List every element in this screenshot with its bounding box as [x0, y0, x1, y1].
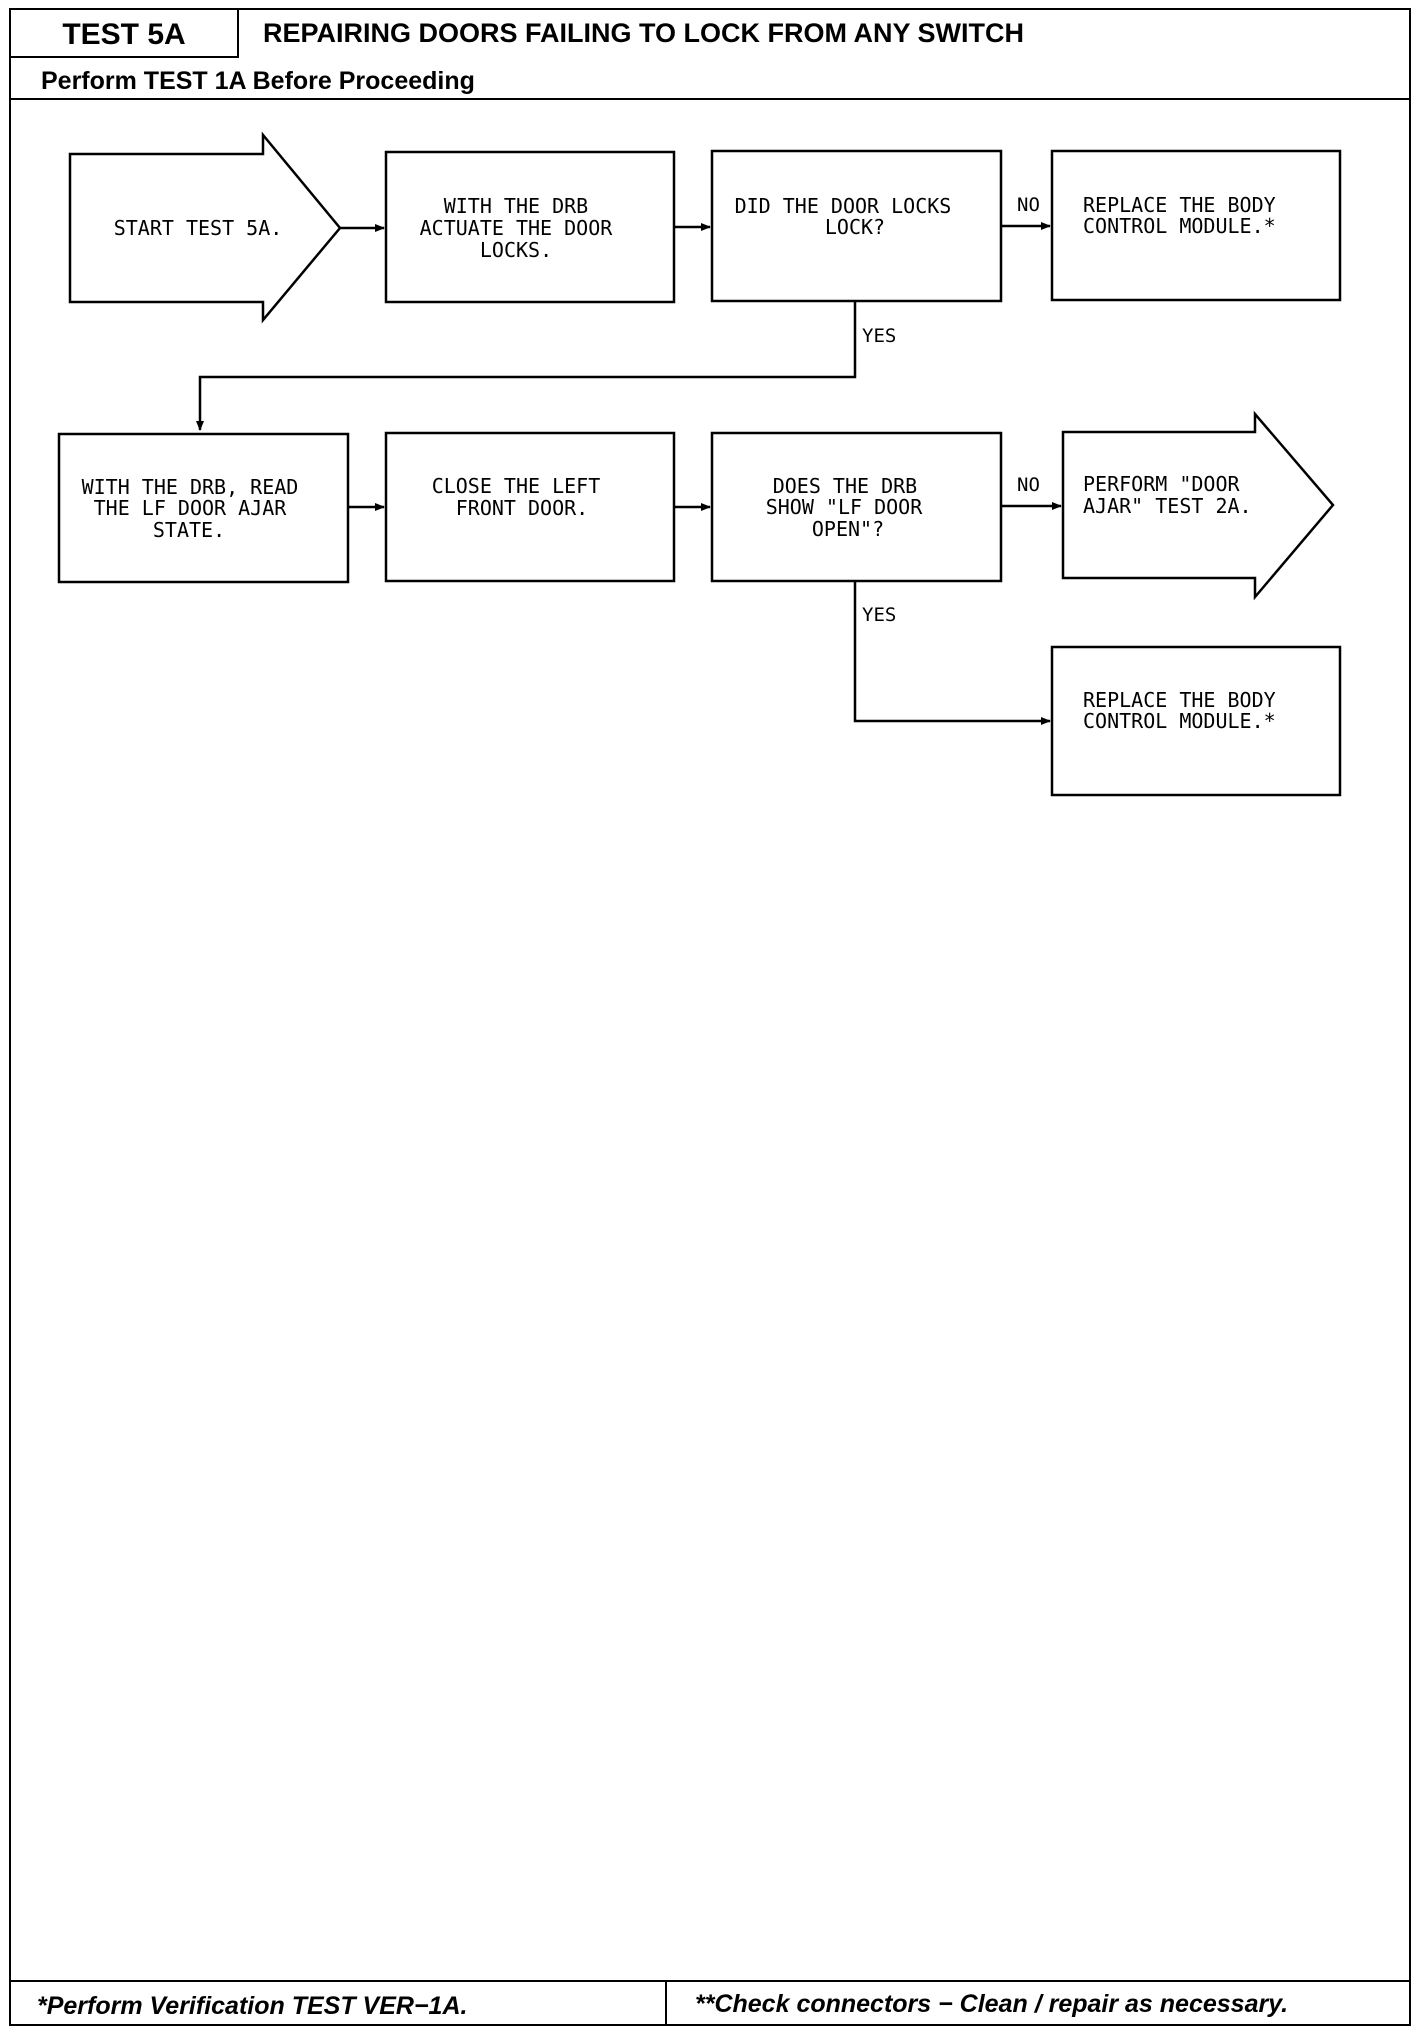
- replace-bcm-box-1: [1050, 149, 1342, 302]
- perform-test-2a-arrow-shape: [1061, 410, 1335, 601]
- read-ajar-state-text: WITH THE DRB, READ THE LF DOOR AJAR STAT…: [82, 475, 311, 542]
- close-front-door-box: [384, 431, 676, 583]
- drb-show-open-box: [710, 431, 1003, 583]
- arrow-yes-to-replace: [853, 581, 1051, 725]
- drb-show-open-text: DOES THE DRB SHOW "LF DOOR OPEN"?: [766, 474, 935, 541]
- did-doors-lock-box: [710, 149, 1003, 303]
- replace-bcm-text-2: REPLACE THE BODY CONTROL MODULE.*: [1083, 688, 1288, 733]
- start-node-text: START TEST 5A.: [114, 216, 283, 240]
- branch-label-yes-2: YES: [862, 604, 896, 626]
- document-page: TEST 5A REPAIRING DOORS FAILING TO LOCK …: [9, 8, 1411, 2026]
- actuate-locks-box: [384, 150, 676, 304]
- branch-label-yes-1: YES: [862, 325, 896, 347]
- footer-divider: [11, 1980, 1409, 1982]
- test-number-box: TEST 5A: [11, 10, 239, 58]
- arrow-yes-to-read-ajar: [196, 301, 857, 431]
- replace-bcm-box-2: [1050, 645, 1342, 797]
- actuate-locks-text: WITH THE DRB ACTUATE THE DOOR LOCKS.: [420, 194, 625, 262]
- footer-verification-note: *Perform Verification TEST VER−1A.: [37, 1992, 468, 2020]
- footer-connector-note: **Check connectors − Clean / repair as n…: [695, 1990, 1289, 2018]
- perform-test-2a-text: PERFORM "DOOR AJAR" TEST 2A.: [1083, 472, 1252, 518]
- read-ajar-state-box: [57, 432, 350, 584]
- prerequisite-note: Perform TEST 1A Before Proceeding: [41, 67, 475, 95]
- branch-label-no-1: NO: [1017, 194, 1040, 216]
- page-title: REPAIRING DOORS FAILING TO LOCK FROM ANY…: [263, 18, 1025, 48]
- close-front-door-text: CLOSE THE LEFT FRONT DOOR.: [432, 474, 613, 520]
- start-arrow-shape: [68, 131, 342, 324]
- branch-label-no-2: NO: [1017, 474, 1040, 496]
- header-divider: [11, 98, 1409, 100]
- replace-bcm-text-1: REPLACE THE BODY CONTROL MODULE.*: [1083, 193, 1288, 238]
- did-doors-lock-text: DID THE DOOR LOCKS LOCK?: [735, 194, 964, 239]
- footer-column-divider: [665, 1980, 667, 2026]
